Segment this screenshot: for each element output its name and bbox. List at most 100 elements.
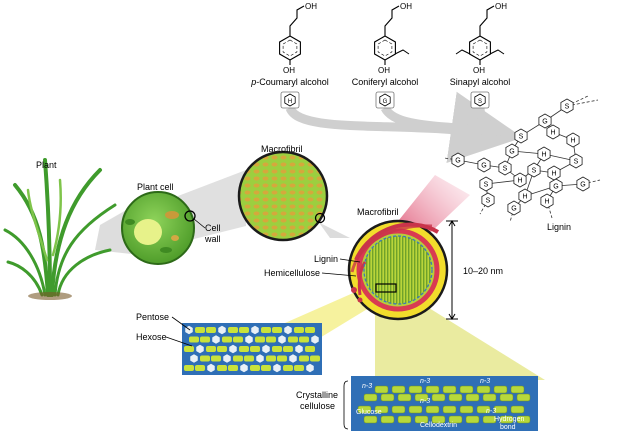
glucose-unit (465, 415, 480, 424)
glucose-unit (391, 385, 406, 394)
svg-text:G: G (481, 163, 486, 170)
hexose-unit (228, 327, 238, 333)
svg-text:S: S (532, 168, 537, 175)
hexose-unit (222, 336, 232, 343)
arrow-g (380, 105, 506, 137)
glucose-unit (397, 415, 412, 424)
fibril-to-macro-beam (310, 210, 350, 238)
hexose-unit (184, 365, 194, 371)
glucose-unit (493, 405, 508, 414)
glucose-unit (391, 405, 406, 414)
hemicellulose-leader (321, 272, 357, 277)
glucose-unit (408, 385, 423, 394)
hexose-unit (239, 346, 249, 352)
plant-soil (28, 292, 72, 300)
glucose-unit (448, 415, 463, 424)
lignin-unit-h: H (537, 146, 551, 162)
glucose-unit (516, 415, 531, 424)
hexose-unit (283, 346, 293, 352)
glucose-unit (414, 415, 429, 424)
hexose-unit (233, 355, 243, 362)
hexose-unit (294, 327, 304, 333)
pentose-unit (295, 344, 303, 354)
glucose-unit (397, 393, 412, 402)
hexose-unit (261, 327, 271, 333)
arrow-s (475, 107, 510, 138)
hexose-unit (294, 365, 304, 371)
hexose-unit (283, 365, 293, 371)
pentose-unit (262, 344, 270, 354)
cell-organelle (171, 235, 179, 241)
glucose-unit (516, 393, 531, 402)
pentose-unit (223, 354, 231, 363)
plant-illustration (3, 158, 117, 297)
hexose-unit (266, 355, 276, 362)
lignin-unit-h: H (547, 165, 561, 181)
glucose-unit (499, 415, 514, 424)
lignin-unit-s: S (560, 98, 574, 114)
glucose-unit (363, 393, 378, 402)
glucose-unit (380, 415, 395, 424)
monolignol-unit-letter: H (288, 99, 292, 105)
pentose-unit (240, 363, 248, 373)
cell-wall-leader (193, 218, 206, 229)
pentose-unit (229, 344, 237, 354)
glucose-unit (510, 405, 525, 414)
hexose-unit (244, 355, 254, 362)
glucose-unit (476, 405, 491, 414)
crystalline-brace (343, 380, 349, 430)
hexose-unit (200, 336, 210, 343)
cell-wall-zoom-circle (184, 210, 196, 222)
lignin-unit-s: S (481, 192, 495, 208)
hemicellulose-sugar-pattern (184, 325, 320, 373)
pentose-unit (289, 354, 297, 363)
glucose-unit (374, 385, 389, 394)
hexose-unit (217, 346, 227, 352)
hexose-unit (261, 365, 271, 371)
monolignol-name: p-Coumaryl alcohol (250, 77, 329, 87)
monolignol-name: Sinapyl alcohol (450, 77, 511, 87)
lignin-unit-g: G (505, 143, 519, 159)
hexose-label: Hexose (136, 332, 167, 342)
hexose-unit (277, 355, 287, 362)
cell-wall-label-2: wall (204, 234, 221, 244)
lignin-unit-g: G (576, 176, 590, 192)
lignin-unit-g: G (477, 157, 491, 173)
hexose-unit (255, 336, 265, 343)
macrofibril-right-label: Macrofibril (357, 207, 399, 217)
lignin-polymer-label: Lignin (547, 222, 571, 232)
svg-text:H: H (544, 199, 549, 206)
oh-top-label: OH (495, 2, 507, 11)
hexose-unit (228, 365, 238, 371)
oh-top-label: OH (305, 2, 317, 11)
dimension-bracket (446, 220, 458, 320)
glucose-unit (459, 405, 474, 414)
glucose-unit (425, 405, 440, 414)
lignin-unit-s: S (498, 160, 512, 176)
oh-bottom-label: OH (473, 66, 485, 75)
glucose-unit (482, 393, 497, 402)
glucose-unit (442, 405, 457, 414)
hydrogen-label-2: bond (500, 424, 516, 431)
pentose-unit (284, 325, 292, 335)
lignin-unit-g: G (507, 200, 521, 216)
svg-text:H: H (570, 138, 575, 145)
glucose-unit (493, 385, 508, 394)
lignin-unit-h: H (540, 193, 554, 209)
glucose-label: Glucose (356, 409, 382, 416)
hexose-unit (305, 346, 315, 352)
cell-chloroplast (125, 219, 135, 225)
pentose-label: Pentose (136, 312, 169, 322)
cell-wall-label-1: Cell (205, 223, 221, 233)
lignin-leader (339, 258, 361, 263)
pentose-unit (245, 335, 253, 344)
cell-to-fibril-beam (178, 170, 246, 240)
svg-text:H: H (522, 194, 527, 201)
monolignol-name: Coniferyl alcohol (352, 77, 419, 87)
hexose-unit (299, 355, 309, 362)
